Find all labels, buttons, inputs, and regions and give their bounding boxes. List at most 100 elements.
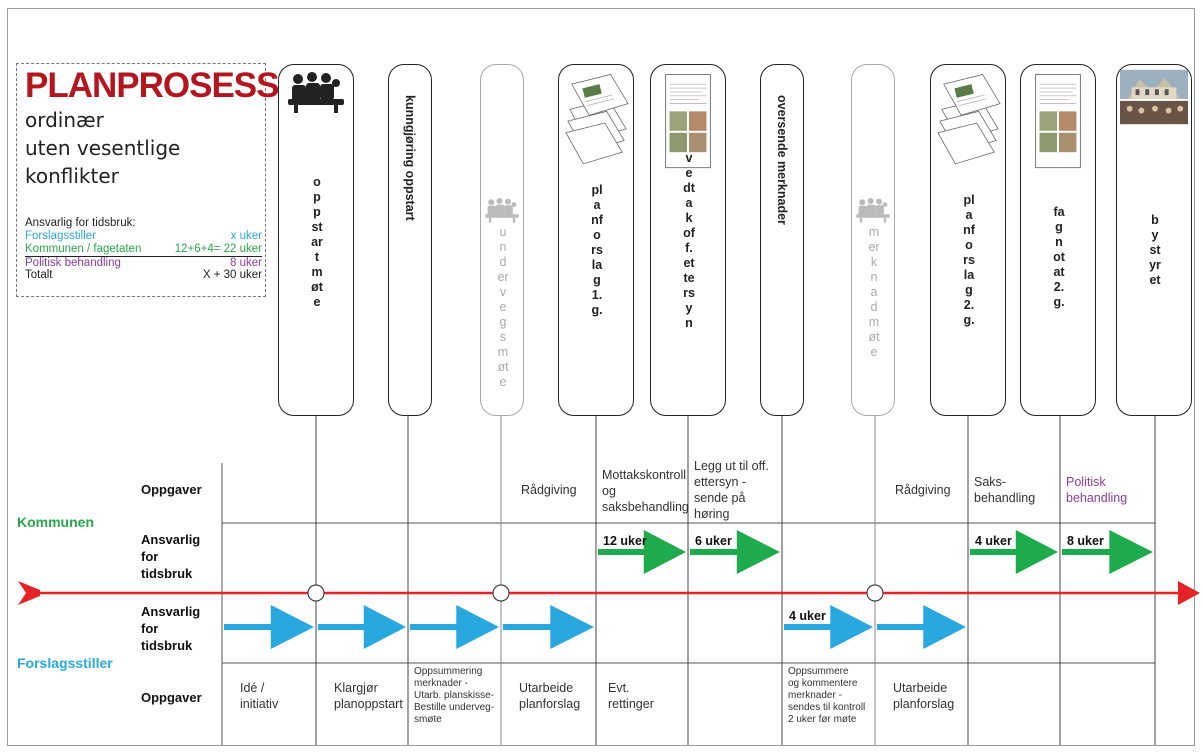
meeting-circle [866, 584, 884, 602]
row-label-line: for [141, 549, 159, 564]
legend-row-value: X + 30 uker [202, 269, 262, 281]
row-label-oppgaver-forslagsstiller: Oppgaver [141, 690, 202, 705]
meeting-icon [485, 198, 519, 223]
row-label-oppgaver-kommunen: Oppgaver [141, 482, 202, 497]
task-forslagsstiller: Utarbeide planforslag [893, 680, 954, 712]
legend-title: PLANPROSESS [25, 66, 279, 105]
milestone-card: merknadmøte [851, 64, 895, 416]
task-line: og kommentere [788, 678, 858, 689]
legend-header: Ansvarlig for tidsbruk: [25, 217, 136, 229]
milestone-card: planforslag1.g. [558, 64, 634, 416]
row-label-ansvarlig-kommunen: Ansvarlig for tidsbruk [141, 531, 200, 582]
blue-arrow [410, 605, 499, 649]
milestone-image [1024, 69, 1092, 183]
milestone-label: planforslag1.g. [591, 183, 603, 317]
legend-row-value: x uker [230, 230, 262, 242]
green-arrow-shaft [970, 549, 1018, 555]
task-line: Legg ut til off. [694, 459, 769, 473]
milestone-image [562, 69, 630, 183]
task-line: Rådgiving [521, 483, 577, 497]
task-kommunen: Rådgiving [521, 482, 577, 498]
building-photo-icon [1120, 69, 1188, 125]
blue-arrow: 4 uker [784, 605, 873, 649]
milestone-card: fagnotat2.g. [1020, 64, 1096, 416]
row-label-line: Ansvarlig [141, 532, 201, 547]
blue-arrow-shaft [503, 624, 553, 630]
task-line: planoppstart [334, 697, 403, 711]
task-line: høring [694, 507, 730, 521]
milestone-card: undervegsmøte [480, 64, 524, 416]
milestone-lines [315, 416, 1156, 745]
duration-label: 8 uker [1067, 534, 1104, 548]
documents-icon [565, 74, 629, 165]
meeting-circle [307, 584, 325, 602]
green-arrow-shaft [598, 549, 646, 555]
task-forslagsstiller: Idé / initiativ [240, 680, 278, 712]
green-arrow: 8 uker [1062, 530, 1153, 574]
legend-row-label: Forslagsstiller [25, 230, 96, 242]
blue-arrow-head [363, 605, 406, 649]
milestone-label: fagnotat2.g. [1053, 205, 1065, 309]
milestone-label: undervegsmøte [497, 225, 509, 389]
legend-subtitle-line: konflikter [25, 164, 119, 188]
blue-arrow-head [923, 605, 966, 649]
task-line: Utarbeide [519, 681, 574, 695]
task-line: Utarbeide [893, 681, 948, 695]
duration-label: 6 uker [695, 534, 732, 548]
green-arrow-head [643, 530, 686, 574]
blue-arrow [503, 605, 594, 649]
row-label-line: for [141, 621, 159, 636]
milestone-image [484, 187, 520, 237]
milestone-label: oppstartmøte [311, 175, 323, 309]
legend-row-label: Totalt [25, 269, 53, 281]
milestone-label: kunngjøring oppstart [403, 95, 417, 221]
task-line: initiativ [240, 697, 279, 711]
milestone-label: planforslag2.g. [963, 193, 975, 327]
milestone-image [654, 69, 722, 183]
legend-row-value: 12+6+4= 22 uker [174, 243, 262, 255]
legend-row-value: 8 uker [230, 257, 262, 269]
blue-arrow [877, 605, 966, 649]
blue-arrow [224, 605, 314, 649]
task-line: Oppsummere [788, 666, 849, 677]
meeting-icon [856, 198, 890, 223]
green-arrow: 4 uker [970, 530, 1058, 574]
task-line: Idé / [240, 681, 265, 695]
legend-row-politisk: Politisk behandling 8 uker [25, 256, 262, 270]
legend-subtitle-line: uten vesentlige [25, 136, 181, 160]
legend-row-label: Politisk behandling [25, 257, 121, 269]
task-line: planforslag [519, 697, 581, 711]
documents-icon [937, 74, 1001, 165]
milestone-image [282, 69, 350, 119]
row-label-ansvarlig-forslagsstiller: Ansvarlig for tidsbruk [141, 603, 200, 654]
task-forslagsstiller: Utarbeide planforslag [519, 680, 580, 712]
blue-arrow [318, 605, 406, 649]
green-arrow-shaft [690, 549, 739, 555]
blue-arrow-shaft [224, 624, 273, 630]
task-line: saksbehandling [602, 500, 689, 514]
green-arrow-head [1109, 530, 1153, 574]
task-line: behandling [974, 491, 1036, 505]
side-label-forslagsstiller: Forslagsstiller [17, 655, 113, 671]
milestone-card: kunngjøring oppstart [388, 64, 432, 416]
blue-arrow-shaft [410, 624, 459, 630]
diagram-frame [7, 8, 1195, 746]
task-line: behandling [1066, 491, 1128, 505]
green-arrow-head [736, 530, 780, 574]
milestone-card: planforslag2.g. [930, 64, 1006, 416]
milestone-image [934, 69, 1002, 183]
task-line: smøte [414, 714, 442, 725]
task-line: Mottakskontroll [602, 468, 687, 482]
task-forslagsstiller: Evt.rettinger [608, 680, 654, 712]
blue-arrow-shaft [877, 624, 926, 630]
legend-row-totalt: Totalt X + 30 uker [25, 269, 262, 282]
milestone-label: merknadmøte [868, 225, 880, 359]
task-line: og [602, 484, 616, 498]
document-icon [665, 74, 711, 169]
green-arrow-shaft [1062, 549, 1112, 555]
task-line: planforslag [893, 697, 955, 711]
